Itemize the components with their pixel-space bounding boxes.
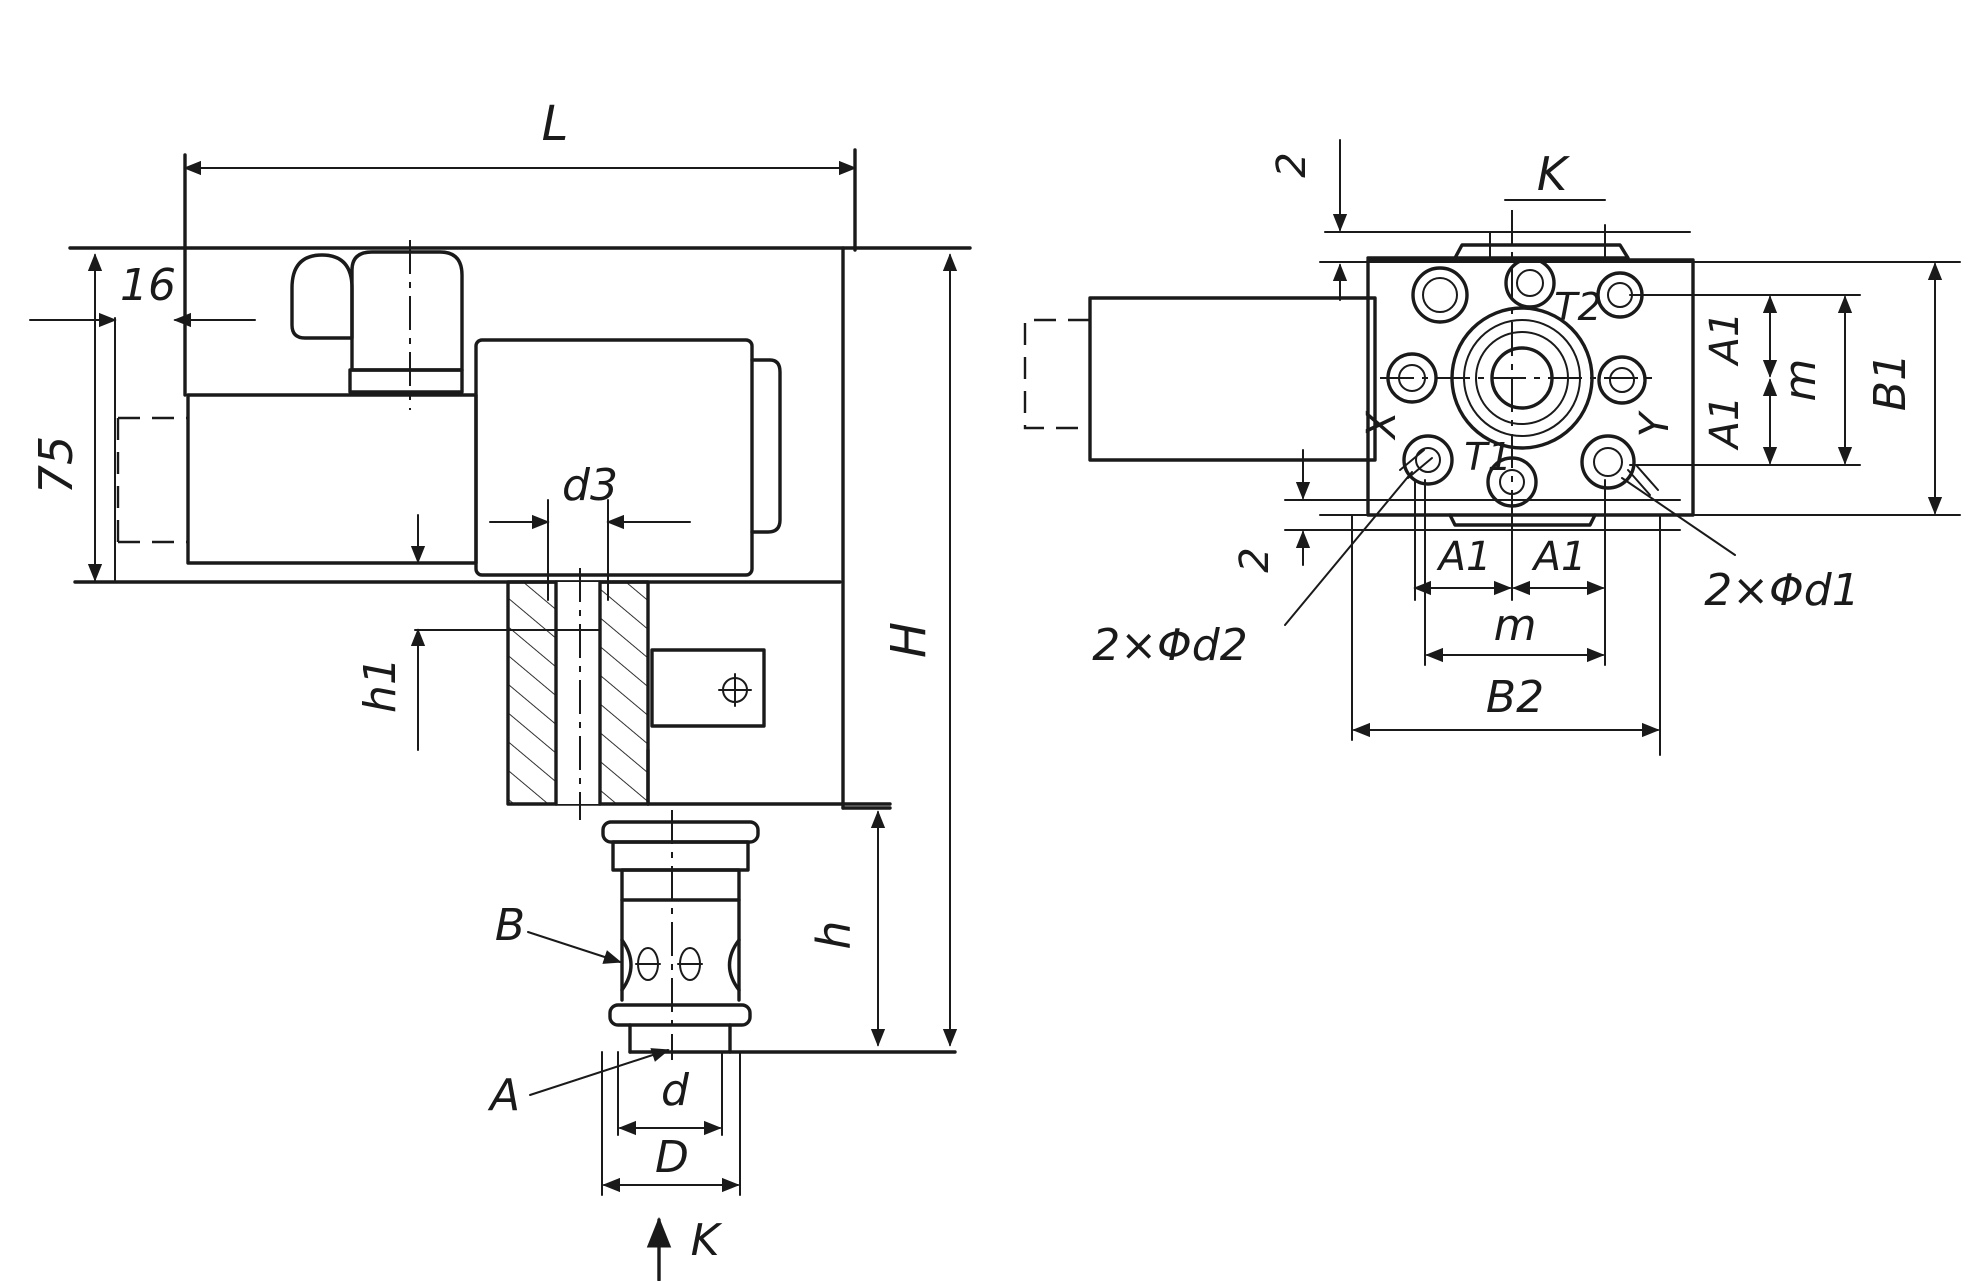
label-75: 75 <box>29 436 83 495</box>
label-m-bottom: m <box>1494 600 1537 651</box>
label-2-bottom: 2 <box>1232 547 1278 572</box>
label-16: 16 <box>120 260 176 311</box>
label-A1-upper: A1 <box>1702 312 1748 368</box>
label-D: D <box>655 1132 689 1183</box>
label-B: B <box>495 900 525 951</box>
hole-top-right <box>1596 271 1644 319</box>
label-L: L <box>542 96 569 152</box>
label-H: H <box>881 622 937 658</box>
label-d1-callout: 2×Φd1 <box>1704 565 1859 616</box>
hole-X <box>1402 434 1454 486</box>
label-h: h <box>807 920 861 949</box>
label-2-top: 2 <box>1269 152 1315 177</box>
label-A1-bottom-left: A1 <box>1436 534 1492 580</box>
hole-top-left <box>1411 266 1469 324</box>
view-k: 2 K T2 X Y T1 A1 A1 m B1 2 A1 A1 m <box>1023 139 1961 756</box>
side-view: L 16 75 d3 h1 H h B A <box>29 96 972 1281</box>
label-T1: T1 <box>1464 435 1511 479</box>
label-X: X <box>1359 410 1405 441</box>
label-d3: d3 <box>562 460 618 511</box>
label-B1: B1 <box>1865 353 1916 411</box>
hole-right-mid <box>1597 355 1647 405</box>
label-Y: Y <box>1632 409 1678 437</box>
label-d2-callout: 2×Φd2 <box>1092 620 1247 671</box>
hole-T2 <box>1504 257 1556 309</box>
label-h1: h1 <box>355 657 406 713</box>
label-A1-bottom-right: A1 <box>1531 534 1587 580</box>
label-d: d <box>661 1065 690 1116</box>
label-B2: B2 <box>1486 672 1544 723</box>
label-A: A <box>487 1070 520 1121</box>
hole-Y <box>1580 434 1636 490</box>
label-m-right: m <box>1775 359 1826 402</box>
label-A1-lower: A1 <box>1702 396 1748 452</box>
label-T2: T2 <box>1554 285 1601 329</box>
label-K-view: K <box>1537 147 1571 201</box>
label-K-arrow: K <box>691 1215 723 1266</box>
